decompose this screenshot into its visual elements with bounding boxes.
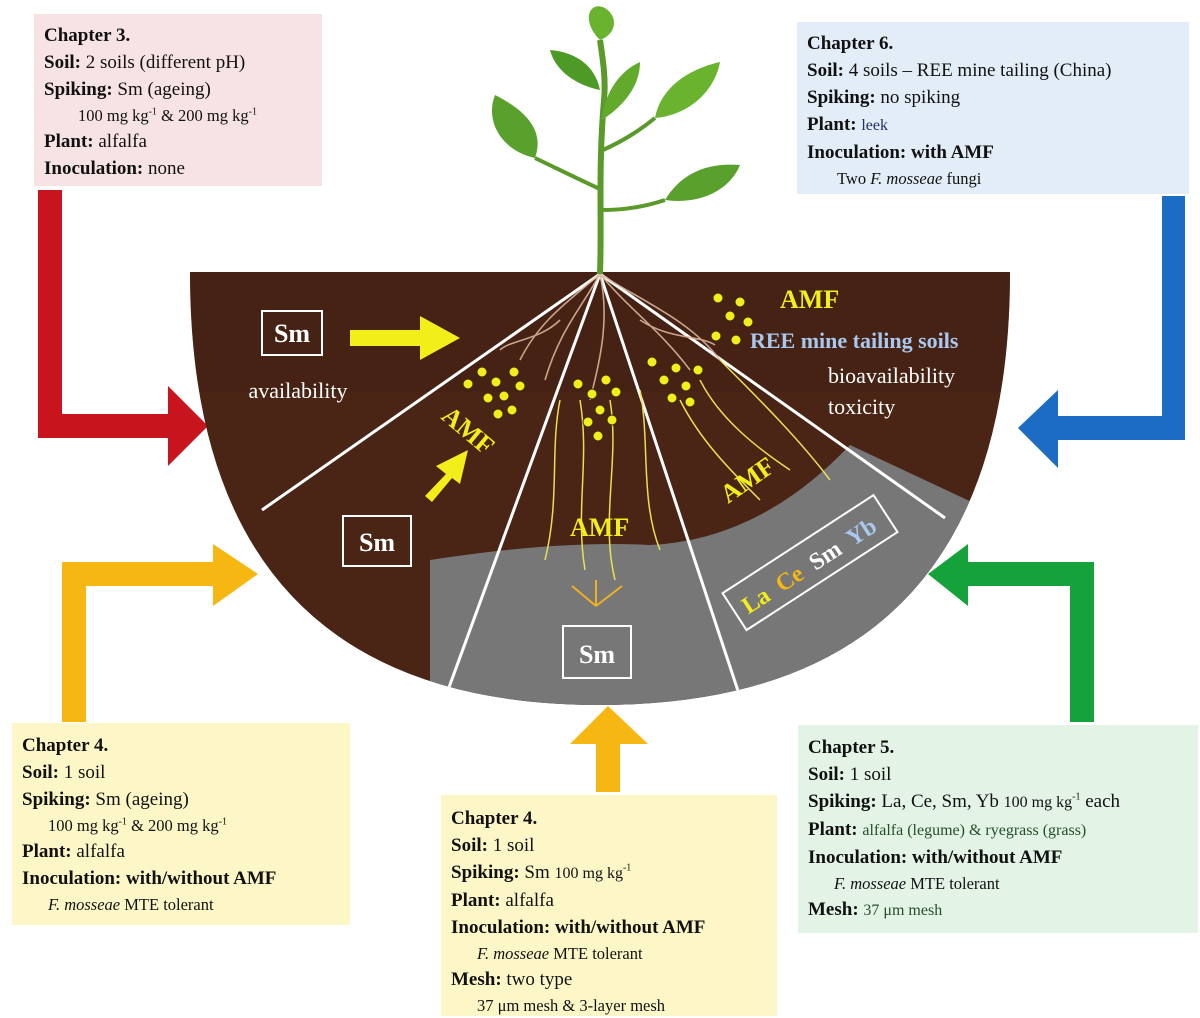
red-connector-arrow	[38, 190, 208, 466]
chapter-4-center-fungus: F. mosseae MTE tolerant	[477, 944, 643, 963]
blue-connector-arrow	[1018, 196, 1185, 468]
chapter-5-title: Chapter 5.	[808, 737, 895, 758]
amf-spore	[610, 386, 622, 398]
amf-spore	[506, 404, 518, 416]
amf-spore	[482, 392, 494, 404]
amf-spore	[710, 330, 722, 342]
chapter-5-soil: Soil: 1 soil	[808, 764, 892, 785]
amf-spore	[572, 378, 584, 390]
chapter-3-dose: 100 mg kg-1 & 200 mg kg-1	[78, 106, 257, 125]
amf-spore	[600, 374, 612, 386]
amf-spore	[684, 396, 696, 408]
chapter-4-left-soil: Soil: 1 soil	[22, 762, 106, 783]
chapter-3-spiking: Spiking: Sm (ageing)	[44, 79, 211, 100]
amf-spore	[476, 366, 488, 378]
amf-spore	[490, 376, 502, 388]
amf-spore	[692, 364, 704, 376]
chapter-4-center-title: Chapter 4.	[451, 808, 538, 829]
amf-spore	[606, 414, 618, 426]
amf-spore	[734, 296, 746, 308]
amf-spore	[492, 408, 504, 420]
amf-label-center: AMF	[570, 513, 629, 542]
sm-label-bottom: Sm	[562, 625, 632, 679]
spread-arrows	[571, 580, 623, 607]
chapter-6-inoculation: Inoculation: with AMF	[807, 142, 994, 163]
chapter-4-center-spiking: Spiking: Sm 100 mg kg-1	[451, 862, 632, 883]
amf-spore	[592, 430, 604, 442]
svg-text:Sm: Sm	[274, 319, 310, 348]
svg-text:Sm: Sm	[359, 528, 395, 557]
chapter-6-soil: Soil: 4 soils – REE mine tailing (China)	[807, 60, 1112, 81]
amf-spore	[582, 416, 594, 428]
chapter-4-center-mesh: Mesh: two type	[451, 969, 573, 990]
yellow-flow-arrow	[350, 316, 460, 360]
amf-spore	[594, 404, 606, 416]
chapter-3-soil: Soil: 2 soils (different pH)	[44, 52, 246, 73]
chapter-4-left-box: Chapter 4. Soil: 1 soil Spiking: Sm (age…	[12, 723, 350, 925]
chapter-3-inoculation: Inoculation: none	[44, 158, 185, 179]
chapter-4-left-dose: 100 mg kg-1 & 200 mg kg-1	[48, 816, 227, 835]
chapter-4-left-fungus: F. mosseae MTE tolerant	[48, 895, 214, 914]
amf-spore	[730, 334, 742, 346]
chapter-3-title: Chapter 3.	[44, 25, 131, 46]
toxicity-label: toxicity	[828, 394, 895, 419]
amf-spore	[498, 390, 510, 402]
chapter-5-spiking: Spiking: La, Ce, Sm, Yb 100 mg kg-1 each	[808, 791, 1121, 812]
amf-spore	[680, 380, 692, 392]
chapter-5-mesh: Mesh: 37 μm mesh	[808, 899, 943, 920]
amf-spore	[712, 292, 724, 304]
amf-spore	[508, 366, 520, 378]
amf-spore	[658, 374, 670, 386]
sm-label-left: Sm	[342, 515, 412, 567]
chapter-4-center-box: Chapter 4. Soil: 1 soil Spiking: Sm 100 …	[441, 795, 777, 1016]
plant-roots	[499, 273, 721, 401]
yellow-up-arrow	[425, 450, 468, 502]
chapter-5-plant: Plant: alfalfa (legume) & ryegrass (gras…	[808, 819, 1087, 840]
sm-label-top: Sm	[261, 310, 323, 356]
amf-spore	[670, 362, 682, 374]
chapter-5-box: Chapter 5. Soil: 1 soil Spiking: La, Ce,…	[798, 725, 1198, 933]
chapter-5-inoculation: Inoculation: with/without AMF	[808, 847, 1063, 868]
chapter-4-left-spiking: Spiking: Sm (ageing)	[22, 789, 189, 810]
amf-spore	[462, 378, 474, 390]
chapter-6-fungi: Two F. mosseae fungi	[837, 169, 982, 188]
orange-connector-arrow-left	[62, 544, 258, 722]
amf-spores	[462, 292, 754, 442]
chapter-3-plant: Plant: alfalfa	[44, 131, 147, 152]
amf-spore	[646, 356, 658, 368]
chapter-4-center-inoculation: Inoculation: with/without AMF	[451, 917, 706, 938]
amf-spore	[514, 380, 526, 392]
chapter-4-left-inoculation: Inoculation: with/without AMF	[22, 868, 277, 889]
availability-label: availability	[249, 378, 348, 403]
amf-spore	[742, 316, 754, 328]
chapter-4-left-title: Chapter 4.	[22, 735, 109, 756]
amf-spore	[586, 388, 598, 400]
chapter-4-center-soil: Soil: 1 soil	[451, 835, 535, 856]
green-connector-arrow	[928, 544, 1094, 722]
svg-text:Sm: Sm	[579, 640, 615, 669]
chapter-4-center-mesh-detail: 37 μm mesh & 3-layer mesh	[477, 996, 666, 1015]
chapter-4-left-plant: Plant: alfalfa	[22, 841, 125, 862]
chapter-4-center-plant: Plant: alfalfa	[451, 890, 554, 911]
plant-seedling	[491, 6, 740, 275]
bioavailability-label: bioavailability	[828, 363, 955, 388]
chapter-5-fungus: F. mosseae MTE tolerant	[834, 874, 1000, 893]
chapter-6-spiking: Spiking: no spiking	[807, 87, 961, 108]
chapter-3-box: Chapter 3. Soil: 2 soils (different pH) …	[34, 14, 322, 186]
chapter-6-title: Chapter 6.	[807, 33, 894, 54]
chapter-6-box: Chapter 6. Soil: 4 soils – REE mine tail…	[797, 22, 1189, 194]
ree-soils-label: REE mine tailing soils	[750, 328, 959, 353]
amf-label-top: AMF	[780, 285, 839, 314]
amf-spore	[724, 310, 736, 322]
chapter-6-plant: Plant: leek	[807, 114, 889, 135]
orange-connector-arrow-bottom	[570, 706, 648, 792]
amf-spore	[666, 392, 678, 404]
